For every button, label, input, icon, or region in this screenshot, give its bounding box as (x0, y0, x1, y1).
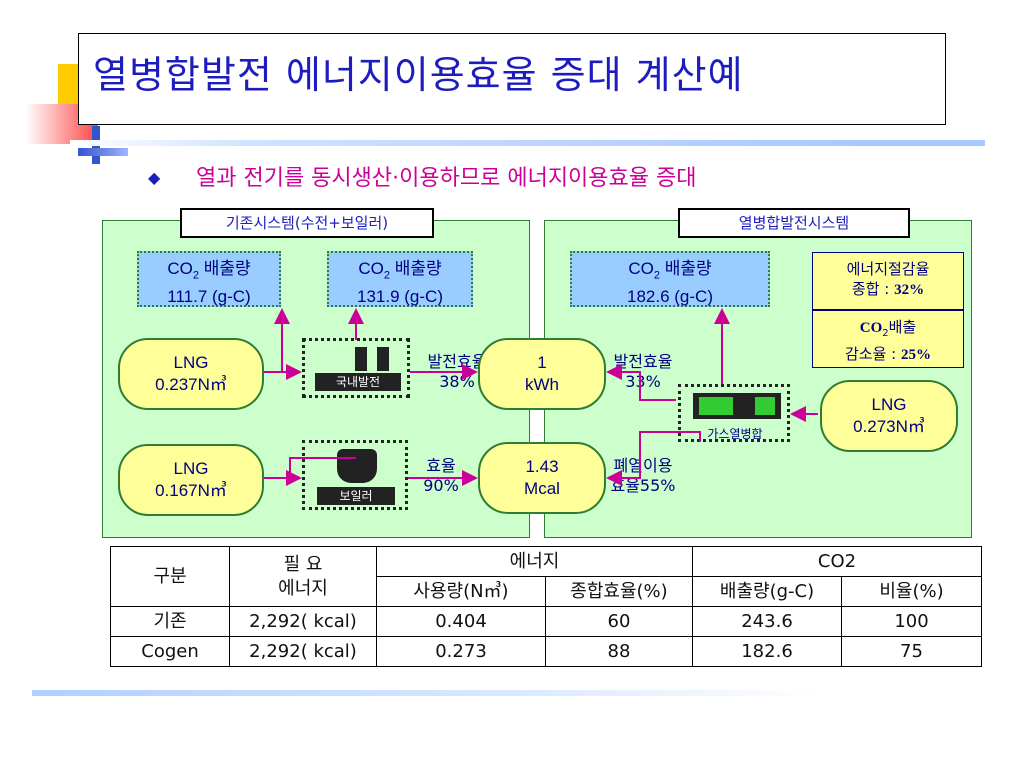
table-cell: Cogen (110, 636, 230, 667)
table-cell: 0.404 (376, 606, 546, 637)
header-total-efficiency: 종합효율(%) (545, 576, 693, 607)
boiler-label: 보일러 (317, 487, 395, 505)
header-energy: 에너지 (376, 546, 693, 577)
co2-reduction-box: CO2배출 감소율 : 25% (812, 310, 964, 368)
decor-bottom-line (32, 690, 822, 696)
subtitle: 열과 전기를 동시생산·이용하므로 에너지이용효율 증대 (196, 166, 697, 191)
table-cell: 0.273 (376, 636, 546, 667)
header-emission: 배출량(g-C) (692, 576, 842, 607)
table-cell: 75 (841, 636, 982, 667)
decor-top-line (70, 140, 985, 146)
table-row: Cogen 2,292( kcal) 0.273 88 182.6 75 (110, 636, 982, 667)
header-required-energy: 필 요 에너지 (229, 546, 377, 607)
right-panel-label: 열병합발전시스템 (678, 208, 910, 238)
table-cell: 100 (841, 606, 982, 637)
generator-panel-icon (755, 397, 775, 415)
cogen-label: 가스열병합 (707, 427, 763, 441)
cogen-gen-efficiency-label: 발전효율 33% (613, 352, 673, 391)
energy-saving-box: 에너지절감율 종합 : 32% (812, 252, 964, 310)
diamond-bullet-icon: ◆ (148, 168, 161, 187)
table-cell: 88 (545, 636, 693, 667)
chimney-icon (355, 347, 367, 371)
chimney-icon (377, 347, 389, 371)
header-co2: CO2 (692, 546, 982, 577)
decor-blue-horizontal (78, 148, 128, 156)
header-usage: 사용량(N㎥) (376, 576, 546, 607)
table-cell: 182.6 (692, 636, 842, 667)
lng-input-boiler: LNG 0.167N㎥ (118, 444, 264, 516)
table-cell: 2,292( kcal) (229, 636, 377, 667)
table-cell: 2,292( kcal) (229, 606, 377, 637)
lng-input-cogen: LNG 0.273N㎥ (820, 380, 958, 452)
electricity-output: 1 kWh (478, 338, 606, 410)
table-row: 기존 2,292( kcal) 0.404 60 243.6 100 (110, 606, 982, 637)
table-cell: 60 (545, 606, 693, 637)
boiler-efficiency-label: 효율 90% (423, 456, 459, 495)
power-plant-label: 국내발전 (315, 373, 401, 391)
cogen-unit-icon: 가스열병합 (678, 384, 790, 442)
table-cell: 243.6 (692, 606, 842, 637)
boiler-body-icon (337, 449, 377, 483)
generator-panel-icon (699, 397, 733, 415)
co2-emission-box-boiler: CO2 배출량 131.9 (g-C) (327, 251, 473, 307)
power-plant-icon: 국내발전 (302, 338, 410, 398)
table-cell: 기존 (110, 606, 230, 637)
header-category: 구분 (110, 546, 230, 607)
heat-output: 1.43 Mcal (478, 442, 606, 514)
comparison-table: 구분 필 요 에너지 에너지 CO2 사용량(N㎥) 종합효율(%) 배출량(g… (110, 546, 982, 667)
title-box: 열병합발전 에너지이용효율 증대 계산예 (78, 33, 946, 125)
page-title: 열병합발전 에너지이용효율 증대 계산예 (93, 53, 744, 97)
left-panel-label: 기존시스템(수전+보일러) (180, 208, 434, 238)
co2-emission-box-cogen: CO2 배출량 182.6 (g-C) (570, 251, 770, 307)
header-ratio: 비율(%) (841, 576, 982, 607)
lng-input-power: LNG 0.237N㎥ (118, 338, 264, 410)
waste-heat-label: 폐열이용 효율55% (610, 456, 676, 495)
boiler-icon: 보일러 (302, 440, 408, 510)
co2-emission-box-power: CO2 배출량 111.7 (g-C) (137, 251, 281, 307)
